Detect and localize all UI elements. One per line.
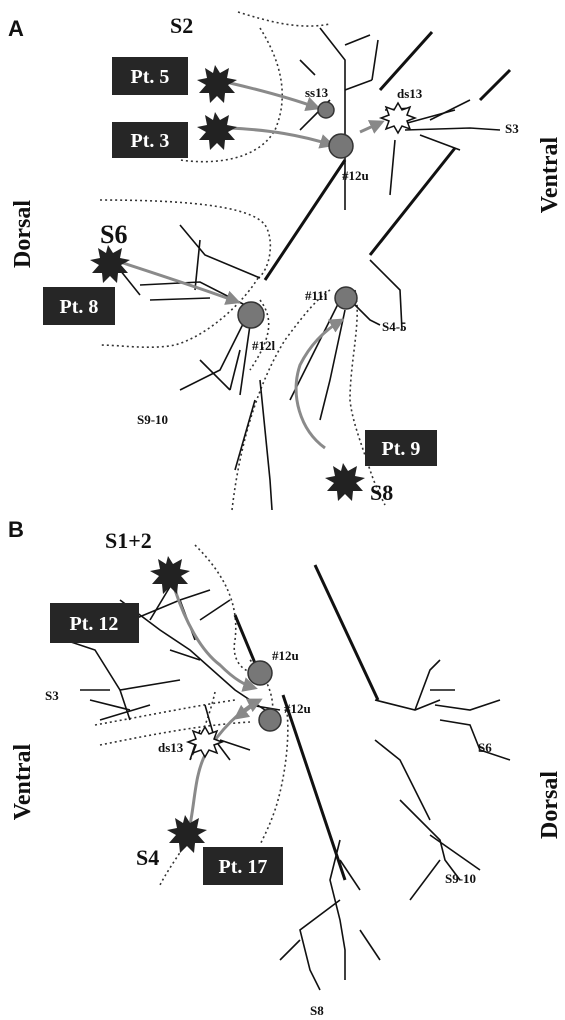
- panel-a-main-bronchi: [265, 32, 510, 280]
- side-label-dorsal-b: Dorsal: [537, 771, 563, 839]
- site-12u-a: #12u: [272, 648, 299, 663]
- star-s4: [167, 815, 207, 853]
- segment-s8-b: S8: [310, 1003, 324, 1018]
- side-label-dorsal-a: Dorsal: [10, 200, 36, 268]
- node-12l: [238, 302, 264, 328]
- site-ds13-b: ds13: [158, 740, 184, 755]
- pt9-label: Pt. 9: [382, 438, 421, 460]
- panel-a-airway-tree: [120, 28, 500, 510]
- panel-b-lymph-nodes: [188, 661, 281, 757]
- pt12-label: Pt. 12: [70, 613, 119, 635]
- sentinel-open-star-ds13: [381, 103, 415, 133]
- site-ss13: ss13: [305, 85, 329, 100]
- segment-s3-b: S3: [45, 688, 59, 703]
- sentinel-open-star-ds13-b: [188, 727, 222, 757]
- segment-s1-2: S1+2: [105, 528, 152, 553]
- node-12u-b: [259, 709, 281, 731]
- segment-s4-5: S4-5: [382, 319, 407, 334]
- pt17-label: Pt. 17: [219, 856, 268, 878]
- segment-s9-10: S9-10: [137, 412, 168, 427]
- node-12u-a: [248, 661, 272, 685]
- panel-b-main-bronchi: [235, 565, 378, 880]
- node-ss13: [318, 102, 334, 118]
- segment-s3: S3: [505, 121, 519, 136]
- star-s8: [325, 463, 365, 501]
- panel-b: B: [8, 517, 563, 1018]
- site-ds13: ds13: [397, 86, 423, 101]
- site-12u: #12u: [342, 168, 369, 183]
- node-11i: [335, 287, 357, 309]
- segment-s2: S2: [170, 13, 193, 38]
- segment-s6-b: S6: [478, 740, 492, 755]
- segment-s4: S4: [136, 845, 159, 870]
- star-s1-2: [150, 556, 190, 594]
- panel-b-letter: B: [8, 517, 24, 542]
- site-11i: #11i: [305, 288, 328, 303]
- segment-s8: S8: [370, 480, 393, 505]
- site-12u-b: #12u: [284, 701, 311, 716]
- node-12u: [329, 134, 353, 158]
- side-label-ventral-a: Ventral: [537, 136, 563, 213]
- site-12l: #12l: [252, 338, 276, 353]
- pt5-label: Pt. 5: [131, 66, 170, 88]
- panel-a: A: [8, 12, 563, 510]
- side-label-ventral-b: Ventral: [10, 743, 36, 820]
- panel-a-letter: A: [8, 16, 24, 41]
- panel-b-tracer-paths: [175, 590, 260, 825]
- star-pt3: [197, 112, 237, 150]
- pt3-label: Pt. 3: [131, 130, 170, 152]
- pt8-label: Pt. 8: [60, 296, 99, 318]
- segment-s9-10-b: S9-10: [445, 871, 476, 886]
- segment-s6: S6: [100, 220, 127, 249]
